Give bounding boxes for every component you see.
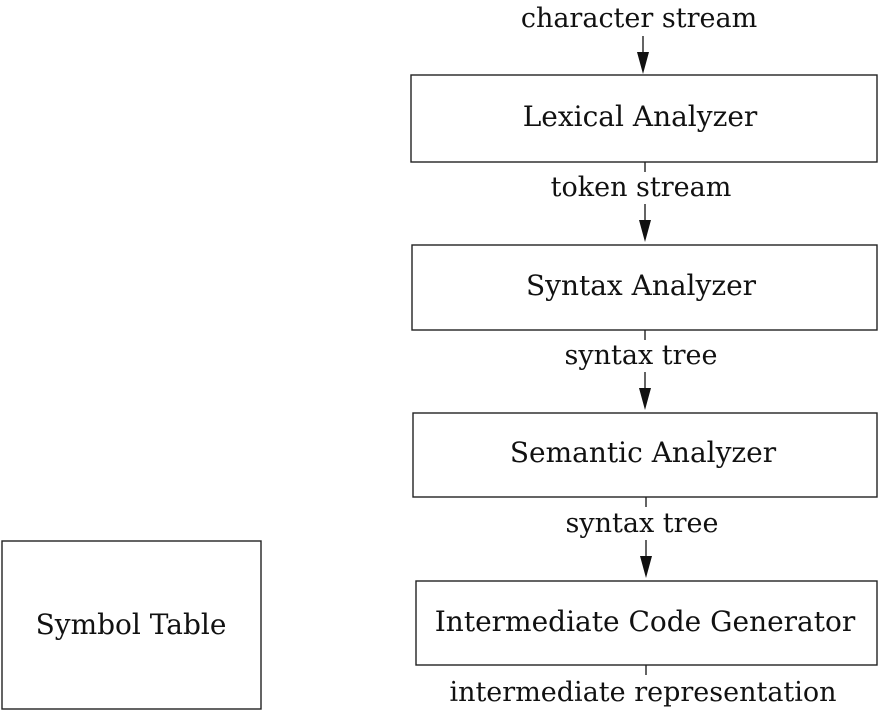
edge-label-syntax-tree-1: syntax tree — [565, 340, 718, 371]
syntax-analyzer-label: Syntax Analyzer — [526, 269, 757, 302]
edge-label-intermediate-representation: intermediate representation — [449, 677, 836, 708]
edge-character-stream: character stream — [521, 3, 757, 74]
edge-intermediate-representation: intermediate representation — [449, 665, 837, 708]
edge-label-token-stream: token stream — [551, 172, 732, 203]
edge-syntax-tree-2: syntax tree — [566, 497, 719, 578]
arrowhead-syntax-tree-2 — [640, 556, 652, 578]
intermediate-code-generator-box: Intermediate Code Generator — [415, 580, 878, 666]
edge-label-syntax-tree-2: syntax tree — [566, 508, 719, 539]
intermediate-code-generator-label: Intermediate Code Generator — [435, 605, 856, 638]
semantic-analyzer-box: Semantic Analyzer — [412, 412, 878, 498]
edge-token-stream: token stream — [551, 162, 732, 242]
arrowhead-syntax-tree-1 — [639, 388, 651, 410]
symbol-table-label: Symbol Table — [36, 608, 227, 641]
semantic-analyzer-label: Semantic Analyzer — [510, 436, 777, 469]
edge-syntax-tree-1: syntax tree — [565, 330, 718, 410]
edge-label-character-stream: character stream — [521, 3, 757, 34]
lexical-analyzer-label: Lexical Analyzer — [523, 100, 758, 133]
symbol-table-box: Symbol Table — [1, 540, 262, 710]
syntax-analyzer-box: Syntax Analyzer — [411, 244, 878, 331]
arrowhead-character-stream — [637, 52, 649, 74]
arrowhead-token-stream — [639, 220, 651, 242]
lexical-analyzer-box: Lexical Analyzer — [410, 74, 878, 163]
